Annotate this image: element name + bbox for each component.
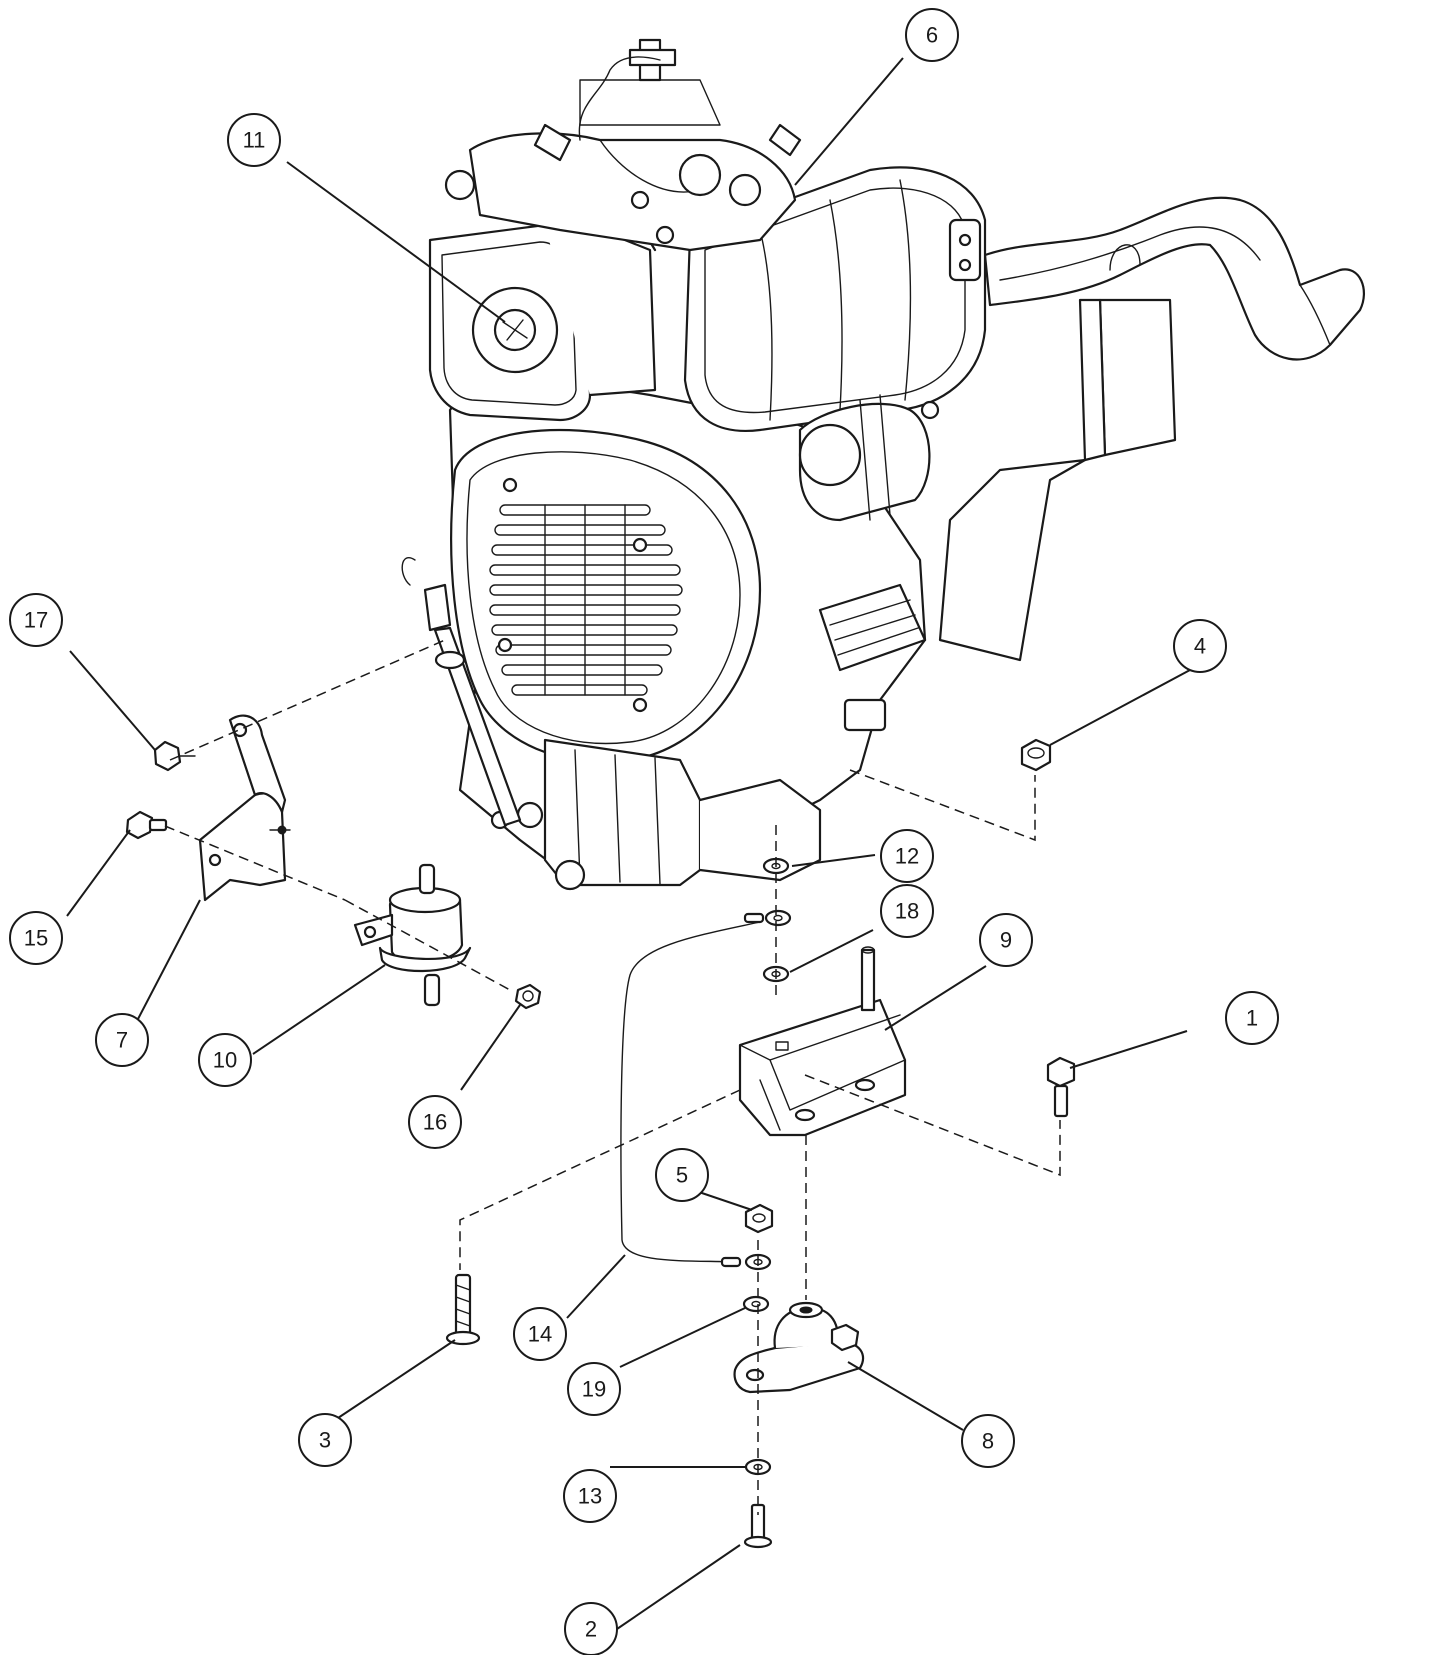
callout-label: 16 xyxy=(423,1110,447,1135)
leader-lines xyxy=(66,57,1191,1630)
callout-8: 8 xyxy=(961,1414,1015,1468)
callout-label: 18 xyxy=(895,899,919,924)
callout-label: 3 xyxy=(319,1428,331,1453)
fan-cover xyxy=(450,428,762,764)
callout-1: 1 xyxy=(1225,991,1279,1045)
part-14-ground-cable xyxy=(620,909,792,1271)
callout-19: 19 xyxy=(567,1362,621,1416)
part-8-rubber-mount xyxy=(733,1301,865,1394)
part-17-bolt xyxy=(153,740,196,772)
dipstick xyxy=(401,557,522,827)
callout-label: 11 xyxy=(243,128,266,153)
part-2-bolt xyxy=(743,1503,773,1549)
callout-label: 9 xyxy=(1000,928,1012,953)
part-16-nut xyxy=(514,983,542,1010)
part-1-bolt xyxy=(1046,1056,1076,1118)
part-15-screw xyxy=(125,810,168,840)
callout-label: 15 xyxy=(24,926,48,951)
callout-2: 2 xyxy=(564,1602,618,1655)
callout-14: 14 xyxy=(513,1307,567,1361)
callout-label: 1 xyxy=(1246,1006,1258,1031)
callout-18: 18 xyxy=(880,884,934,938)
muffler-box xyxy=(938,244,1177,662)
callout-label: 14 xyxy=(528,1322,552,1347)
callout-7: 7 xyxy=(95,1013,149,1067)
callout-label: 7 xyxy=(116,1028,128,1053)
voltage-regulator xyxy=(818,583,927,732)
part-5-nut xyxy=(744,1203,774,1234)
part-19-washer xyxy=(742,1295,770,1313)
callout-label: 6 xyxy=(926,23,938,48)
oil-pan xyxy=(490,738,822,891)
exhaust-pipe xyxy=(983,196,1365,361)
engine-assembly xyxy=(401,38,1365,891)
callout-label: 2 xyxy=(585,1617,597,1642)
part-3-long-bolt xyxy=(445,1273,481,1346)
part-7-bracket xyxy=(198,714,291,902)
part-4-nut xyxy=(1020,738,1052,772)
callout-16: 16 xyxy=(408,1095,462,1149)
callout-5: 5 xyxy=(655,1148,709,1202)
callout-label: 13 xyxy=(578,1484,602,1509)
callout-label: 12 xyxy=(895,844,919,869)
callout-10: 10 xyxy=(198,1033,252,1087)
callout-3: 3 xyxy=(298,1413,352,1467)
air-cleaner xyxy=(428,223,657,422)
callout-label: 4 xyxy=(1194,634,1206,659)
part-9-mount-bracket xyxy=(738,946,907,1137)
assembly-lines xyxy=(164,639,1061,1515)
callout-13: 13 xyxy=(563,1469,617,1523)
callout-12: 12 xyxy=(880,829,934,883)
starter-motor xyxy=(798,394,940,522)
callout-15: 15 xyxy=(9,911,63,965)
callout-label: 8 xyxy=(982,1429,994,1454)
callout-label: 5 xyxy=(676,1163,688,1188)
callout-9: 9 xyxy=(979,913,1033,967)
callout-label: 17 xyxy=(24,608,48,633)
part-10-fuel-filter xyxy=(353,863,472,1007)
callout-label: 19 xyxy=(582,1377,606,1402)
callout-11: 11 xyxy=(227,113,281,167)
callout-17: 17 xyxy=(9,593,63,647)
callout-label: 10 xyxy=(213,1048,237,1073)
callout-4: 4 xyxy=(1173,619,1227,673)
callout-6: 6 xyxy=(905,8,959,62)
fan-grille xyxy=(489,477,683,713)
top-fuel-system xyxy=(444,38,802,252)
